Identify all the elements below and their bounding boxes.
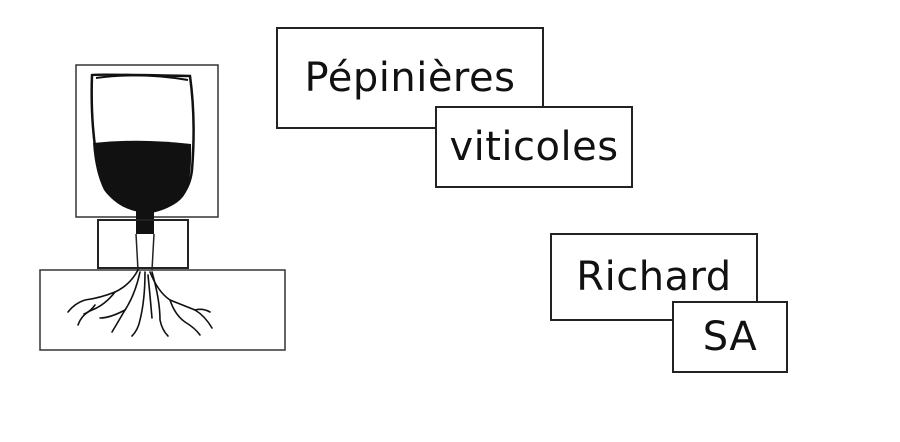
label-text: SA	[702, 314, 758, 360]
stem-block	[97, 219, 189, 269]
vine-roots	[67, 269, 213, 337]
label-sa: SA	[672, 301, 788, 373]
label-text: Richard	[576, 254, 732, 300]
wine-glass-roots-icon	[39, 64, 286, 351]
wine-fill	[93, 140, 192, 212]
label-text: viticoles	[449, 124, 619, 170]
label-viticoles: viticoles	[435, 106, 633, 188]
label-pepinieres: Pépinières	[276, 27, 544, 129]
label-text: Pépinières	[304, 55, 516, 101]
root-box	[39, 269, 286, 351]
